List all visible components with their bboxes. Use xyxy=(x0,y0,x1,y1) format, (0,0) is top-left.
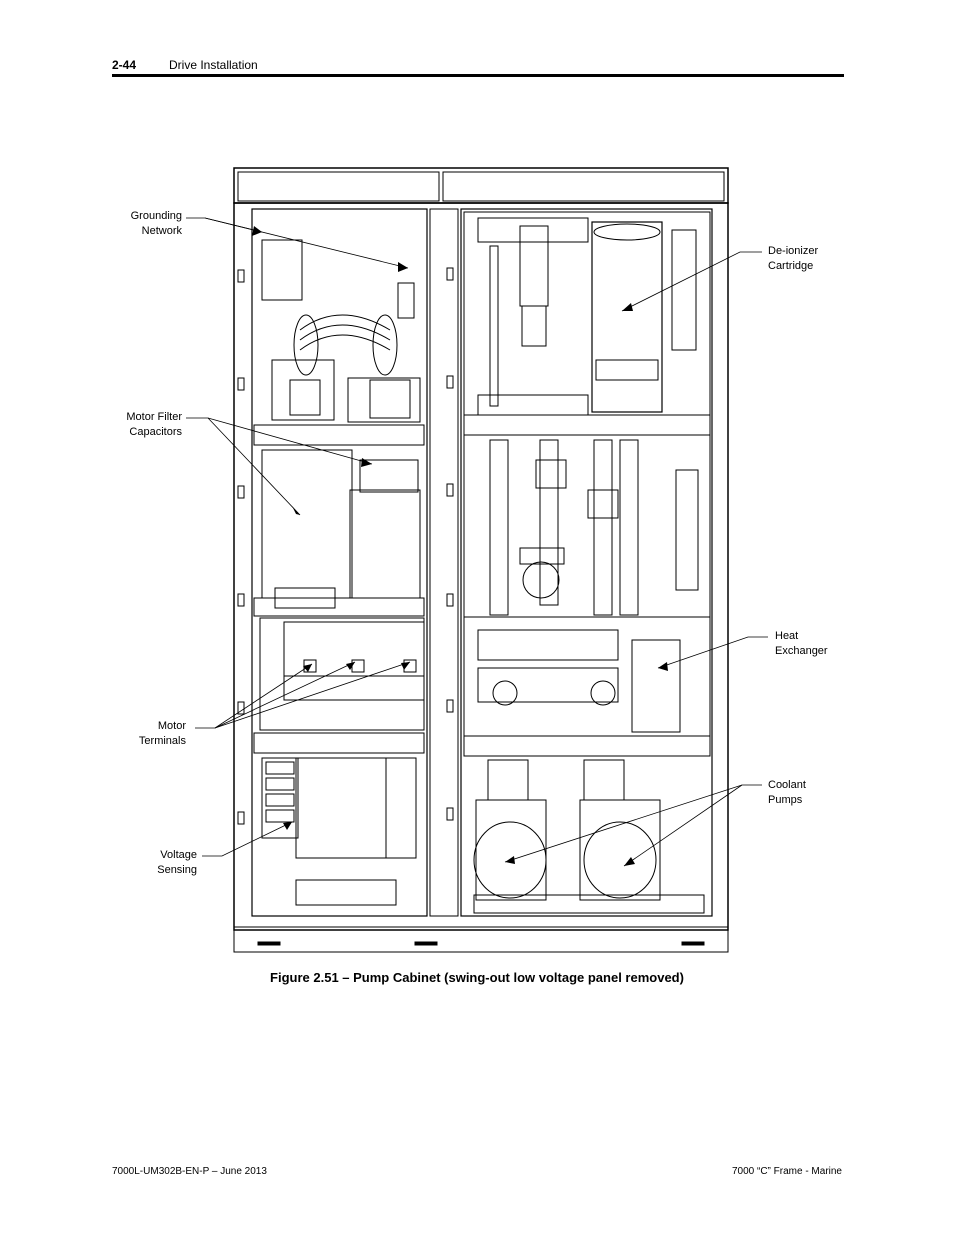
callout-motor-terminals: Motor Terminals xyxy=(138,720,186,747)
figure-caption: Figure 2.51 – Pump Cabinet (swing-out lo… xyxy=(270,970,684,985)
page-number: 2-44 xyxy=(112,58,137,72)
section-title: Drive Installation xyxy=(169,58,258,72)
callout-heat-exchanger: Heat Exchanger xyxy=(775,630,828,657)
callout-deionizer-cartridge: De-ionizer Cartridge xyxy=(768,245,819,272)
footer-product: 7000 “C” Frame - Marine xyxy=(731,1166,842,1177)
header-rule xyxy=(112,74,844,77)
callout-voltage-sensing: Voltage Sensing xyxy=(157,849,197,876)
footer-doc-id: 7000L-UM302B-EN-P – June 2013 xyxy=(112,1166,267,1177)
pump-cabinet-drawing xyxy=(186,167,768,953)
callout-grounding-network: Grounding Network xyxy=(130,210,182,237)
callout-coolant-pumps: Coolant Pumps xyxy=(768,779,806,806)
page-header: 2-44 Drive Installation xyxy=(112,56,844,76)
callout-motor-filter-capacitors: Motor Filter Capacitors xyxy=(126,411,182,438)
